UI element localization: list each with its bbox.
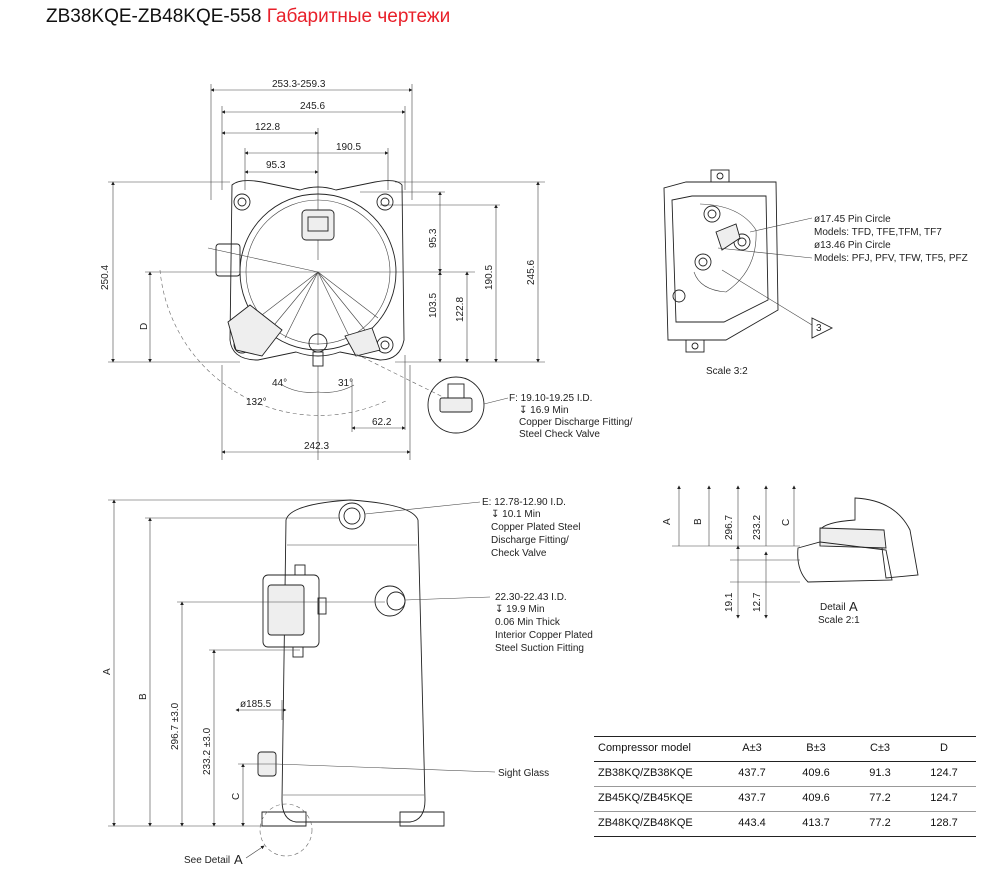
svg-text:↧ 10.1 Min: ↧ 10.1 Min <box>491 509 541 520</box>
dim-95-3: 95.3 <box>266 160 286 171</box>
angle-arc <box>159 269 389 416</box>
dim-122-8: 122.8 <box>255 122 280 133</box>
detail-letter: A <box>849 599 858 614</box>
dim-height-left: 250.4 <box>100 265 111 290</box>
table-row: ZB48KQ/ZB48KQE 443.4 413.7 77.2 128.7 <box>594 811 976 837</box>
detail-dim-a: A <box>662 518 673 525</box>
terminal-box <box>227 304 283 357</box>
angle-31: 31° <box>338 378 353 389</box>
detail-dim-233-2: 233.2 <box>752 515 763 540</box>
table-row: ZB45KQ/ZB45KQE 437.7 409.6 77.2 124.7 <box>594 786 976 812</box>
suction-fitting <box>374 585 406 617</box>
discharge-stub <box>344 327 381 357</box>
detail-dim-b: B <box>693 518 704 525</box>
svg-text:↧ 19.9 Min: ↧ 19.9 Min <box>495 604 545 615</box>
side-shell <box>281 499 426 823</box>
dim-overall-width: 253.3-259.3 <box>272 79 326 90</box>
sight-glass-label: Sight Glass <box>498 768 549 779</box>
svg-text:Models: TFD, TFE,TFM, TF7: Models: TFD, TFE,TFM, TF7 <box>814 227 942 238</box>
suction-fitting-note: 22.30-22.43 I.D. ↧ 19.9 Min 0.06 Min Thi… <box>495 592 593 654</box>
svg-text:E: 12.78-12.90 I.D.: E: 12.78-12.90 I.D. <box>482 497 566 508</box>
col-c: C±3 <box>848 736 912 762</box>
model-name: ZB38KQE-ZB48KQE-558 <box>46 6 262 27</box>
detail-dim-296-7: 296.7 <box>724 515 735 540</box>
callout-3: 3 <box>816 323 822 334</box>
dim-a: A <box>102 668 113 675</box>
dim-62-2: 62.2 <box>372 417 392 428</box>
terminal-scale: Scale 3:2 <box>706 366 748 377</box>
col-model: Compressor model <box>594 736 720 762</box>
svg-text:Models: PFJ, PFV, TFW, TF5, PF: Models: PFJ, PFV, TFW, TF5, PFZ <box>814 253 968 264</box>
svg-text:↧ 16.9 Min: ↧ 16.9 Min <box>519 405 569 416</box>
detail-scale: Scale 2:1 <box>818 615 860 626</box>
svg-text:ø13.46 Pin Circle: ø13.46 Pin Circle <box>814 240 891 251</box>
discharge-detail-circle <box>427 376 485 434</box>
dim-v-103-5: 103.5 <box>428 293 439 318</box>
detail-dim-19-1: 19.1 <box>724 592 735 612</box>
svg-text:Interior Copper Plated: Interior Copper Plated <box>495 630 593 641</box>
dim-233-2: 233.2 ±3.0 <box>202 727 213 775</box>
detail-label: Detail <box>820 602 846 613</box>
dim-242-3: 242.3 <box>304 441 329 452</box>
dim-v-122-8: 122.8 <box>455 297 466 322</box>
side-terminal-box <box>262 574 320 648</box>
dim-d: D <box>139 323 150 330</box>
suction-stub <box>215 243 241 277</box>
angle-44: 44° <box>272 378 287 389</box>
dim-width: 245.6 <box>300 101 325 112</box>
col-d: D <box>912 736 976 762</box>
dim-190-5: 190.5 <box>336 142 361 153</box>
detail-dim-12-7: 12.7 <box>752 592 763 612</box>
detail-dim-c: C <box>781 519 792 526</box>
svg-text:ø17.45 Pin Circle: ø17.45 Pin Circle <box>814 214 891 225</box>
svg-text:Copper Discharge Fitting/: Copper Discharge Fitting/ <box>519 417 633 428</box>
svg-text:0.06 Min Thick: 0.06 Min Thick <box>495 617 561 628</box>
discharge-note: F: 19.10-19.25 I.D. ↧ 16.9 Min Copper Di… <box>509 393 633 440</box>
top-view: 253.3-259.3 245.6 122.8 190.5 95.3 250.4… <box>100 79 633 460</box>
svg-text:Copper Plated Steel: Copper Plated Steel <box>491 522 581 533</box>
dim-v-245-6: 245.6 <box>526 260 537 285</box>
dim-b: B <box>138 693 149 700</box>
table-header-row: Compressor model A±3 B±3 C±3 D <box>594 736 976 762</box>
svg-text:Check Valve: Check Valve <box>491 548 547 559</box>
drawing-subtitle: Габаритные чертежи <box>266 6 451 27</box>
dim-diameter: ø185.5 <box>240 699 272 710</box>
callout-3-triangle <box>811 317 834 339</box>
dim-v-190-5: 190.5 <box>484 265 495 290</box>
detail-a-circle <box>259 803 313 857</box>
svg-text:Steel Suction Fitting: Steel Suction Fitting <box>495 643 584 654</box>
svg-text:22.30-22.43 I.D.: 22.30-22.43 I.D. <box>495 592 567 603</box>
angle-132: 132° <box>246 397 267 408</box>
dim-c: C <box>231 793 242 800</box>
pin-circle-note: ø17.45 Pin Circle Models: TFD, TFE,TFM, … <box>814 214 968 264</box>
svg-text:Discharge Fitting/: Discharge Fitting/ <box>491 535 569 546</box>
see-detail-label: See Detail <box>184 855 230 866</box>
svg-text:Steel Check Valve: Steel Check Valve <box>519 429 600 440</box>
dim-v-95-3: 95.3 <box>428 228 439 248</box>
compressor-spec-table: Compressor model A±3 B±3 C±3 D ZB38KQ/ZB… <box>594 736 976 837</box>
col-b: B±3 <box>784 736 848 762</box>
col-a: A±3 <box>720 736 784 762</box>
terminal-box-view: 3 ø17.45 Pin Circle Models: TFD, TFE,TFM… <box>663 169 968 377</box>
side-view: A B 296.7 ±3.0 233.2 ±3.0 C ø185.5 E: 12… <box>102 497 593 867</box>
page-title: ZB38KQE-ZB48KQE-558 Габаритные чертежи <box>46 6 450 28</box>
top-terminal-box <box>301 209 335 241</box>
discharge-fitting-note: E: 12.78-12.90 I.D. ↧ 10.1 Min Copper Pl… <box>482 497 581 559</box>
see-detail-letter: A <box>234 852 243 867</box>
dim-296-7: 296.7 ±3.0 <box>170 702 181 750</box>
table-row: ZB38KQ/ZB38KQE 437.7 409.6 91.3 124.7 <box>594 761 976 787</box>
mounting-plate <box>229 180 405 361</box>
detail-a-view: A B 296.7 233.2 C 19.1 12.7 Detail A Sca… <box>662 485 919 626</box>
svg-text:F: 19.10-19.25 I.D.: F: 19.10-19.25 I.D. <box>509 393 592 404</box>
